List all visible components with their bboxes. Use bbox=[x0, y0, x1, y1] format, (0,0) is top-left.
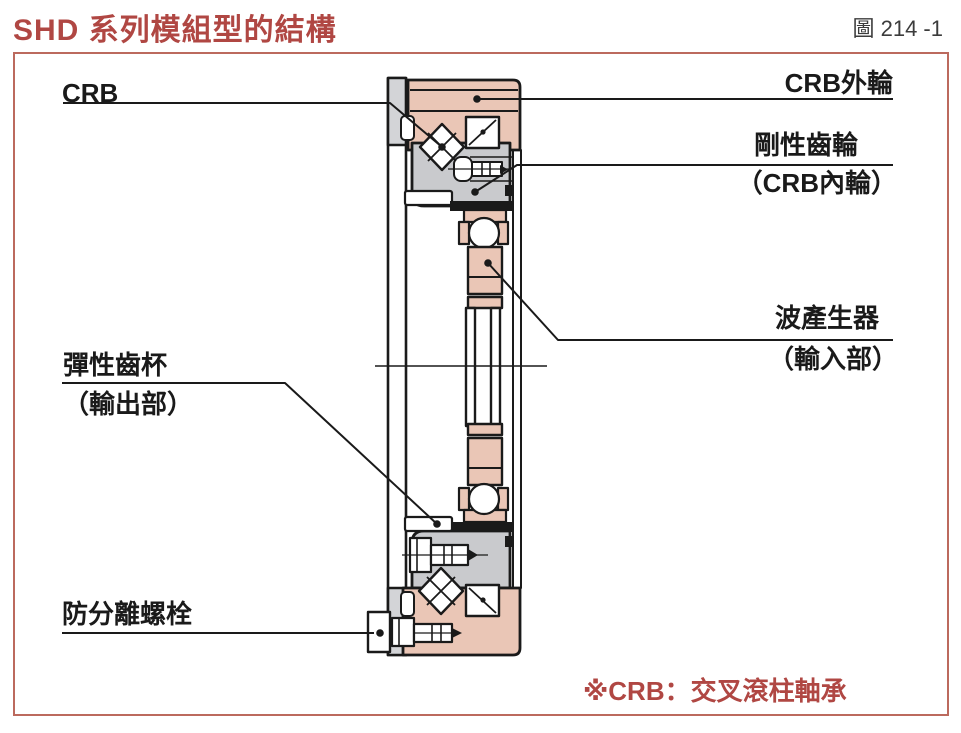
label-rigid-gear-note: （CRB內輪） bbox=[736, 168, 897, 198]
label-flexspline: 彈性齒杯 bbox=[63, 350, 168, 380]
flexspline-flange-top bbox=[403, 189, 454, 207]
rigid-gear-bottom bbox=[402, 529, 513, 590]
footnote-crb-definition: ※CRB：交叉滾柱軸承 bbox=[583, 676, 847, 706]
seal-notch-bottom bbox=[400, 591, 415, 617]
leader-lines bbox=[62, 95, 893, 637]
wave-generator-cam bbox=[464, 245, 504, 487]
outer-ring-wall bbox=[512, 149, 522, 589]
wave-generator-bearing-top bbox=[457, 208, 510, 250]
wave-generator-bearing-bottom bbox=[457, 482, 510, 524]
roller-section-bottom bbox=[464, 583, 501, 618]
page-title: SHD 系列模組型的結構 bbox=[13, 14, 337, 47]
label-crb: CRB bbox=[62, 78, 119, 108]
figure-number: 圖 214 -1 bbox=[852, 16, 944, 41]
gear-mesh-top bbox=[450, 201, 512, 211]
label-wave-generator: 波產生器 bbox=[774, 303, 879, 333]
label-flexspline-note: （輸出部） bbox=[63, 389, 194, 419]
crb-outer-ring-top bbox=[406, 78, 522, 152]
label-anti-separation-bolt: 防分離螺栓 bbox=[62, 599, 193, 629]
seal-notch-top bbox=[400, 115, 415, 141]
label-crb-outer-ring: CRB外輪 bbox=[784, 68, 893, 98]
gear-mesh-bottom bbox=[450, 522, 512, 532]
label-rigid-gear: 剛性齒輪 bbox=[753, 130, 858, 160]
crb-outer-ring-bottom bbox=[401, 586, 522, 657]
roller-section-top bbox=[464, 115, 501, 150]
label-wave-generator-note: （輸入部） bbox=[767, 344, 898, 374]
flexspline-flange-bottom bbox=[403, 515, 454, 533]
crossed-roller-bottom bbox=[417, 566, 465, 616]
